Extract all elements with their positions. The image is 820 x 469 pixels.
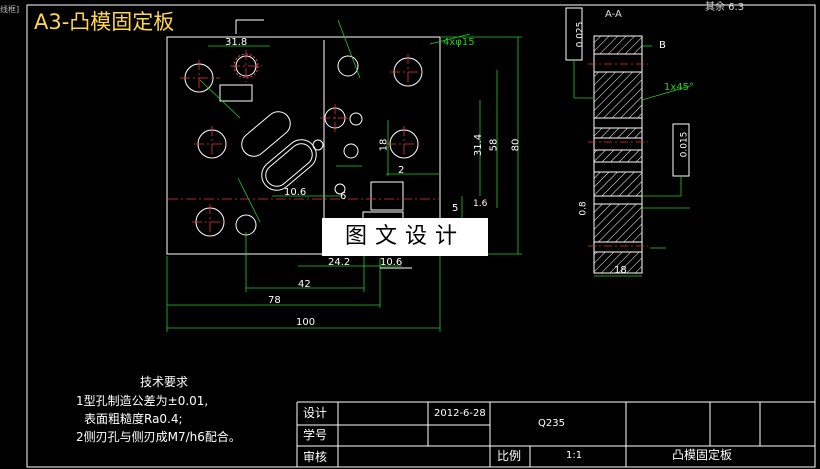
dim-section-18: 18 bbox=[614, 265, 627, 276]
watermark: 图文设计 bbox=[322, 218, 488, 256]
drawing-title: A3-凸模固定板 bbox=[34, 10, 175, 34]
tb-scale-value: 1:1 bbox=[566, 450, 583, 461]
dim-width-100: 100 bbox=[296, 317, 316, 328]
datum-b: B bbox=[659, 40, 666, 51]
requirements-title: 技术要求 bbox=[140, 375, 189, 389]
tol-0015: 0.015 bbox=[679, 131, 690, 158]
tb-scale-label: 比例 bbox=[497, 449, 522, 463]
requirement-line: 表面粗糙度Ra0.4; bbox=[84, 412, 183, 426]
dim-holes: 4xφ15 bbox=[443, 37, 475, 48]
dim-small-10-6: 10.6 bbox=[284, 187, 307, 198]
title-block-lines bbox=[296, 401, 815, 467]
center-lines bbox=[168, 50, 440, 240]
dim-height-18: 18 bbox=[378, 138, 390, 152]
dim-top-31-8: 31.8 bbox=[225, 37, 248, 48]
corner-label: 线框] bbox=[0, 5, 20, 14]
dim-height-58: 58 bbox=[488, 138, 500, 152]
dim-width-10-6: 10.6 bbox=[380, 257, 403, 268]
tb-review-label: 审核 bbox=[303, 450, 328, 464]
ra-1-6: 1.6 bbox=[473, 199, 488, 209]
section-view bbox=[565, 7, 690, 274]
requirement-line: 1型孔制造公差为±0.01, bbox=[76, 394, 209, 408]
tb-date: 2012-6-28 bbox=[434, 408, 486, 419]
ra-0-8: 0.8 bbox=[578, 201, 589, 216]
tb-material: Q235 bbox=[538, 418, 565, 429]
tol-0025: 0.025 bbox=[575, 21, 586, 48]
dim-small-6: 6 bbox=[340, 191, 347, 202]
section-label: A-A bbox=[605, 9, 622, 20]
red-section-lines bbox=[588, 63, 648, 247]
dim-chamfer: 1x45° bbox=[664, 82, 695, 93]
dim-width-42: 42 bbox=[298, 279, 311, 290]
dim-height-31-4: 31.4 bbox=[473, 133, 485, 157]
section-dims bbox=[573, 45, 691, 277]
requirement-line: 2侧刃孔与侧刃成M7/h6配合。 bbox=[76, 430, 241, 444]
dim-small-5: 5 bbox=[452, 203, 459, 214]
tb-student-label: 学号 bbox=[303, 428, 328, 442]
dim-height-80: 80 bbox=[510, 138, 522, 152]
tb-part-name: 凸模固定板 bbox=[672, 448, 733, 462]
dim-width-24-2: 24.2 bbox=[328, 257, 351, 268]
dimension-lines bbox=[166, 19, 522, 332]
tb-design-label: 设计 bbox=[303, 406, 328, 420]
roughness-label: 其余 6.3 bbox=[705, 2, 745, 13]
dim-small-2: 2 bbox=[398, 165, 405, 176]
drawing-frame bbox=[26, 4, 816, 468]
dim-width-78: 78 bbox=[268, 295, 281, 306]
